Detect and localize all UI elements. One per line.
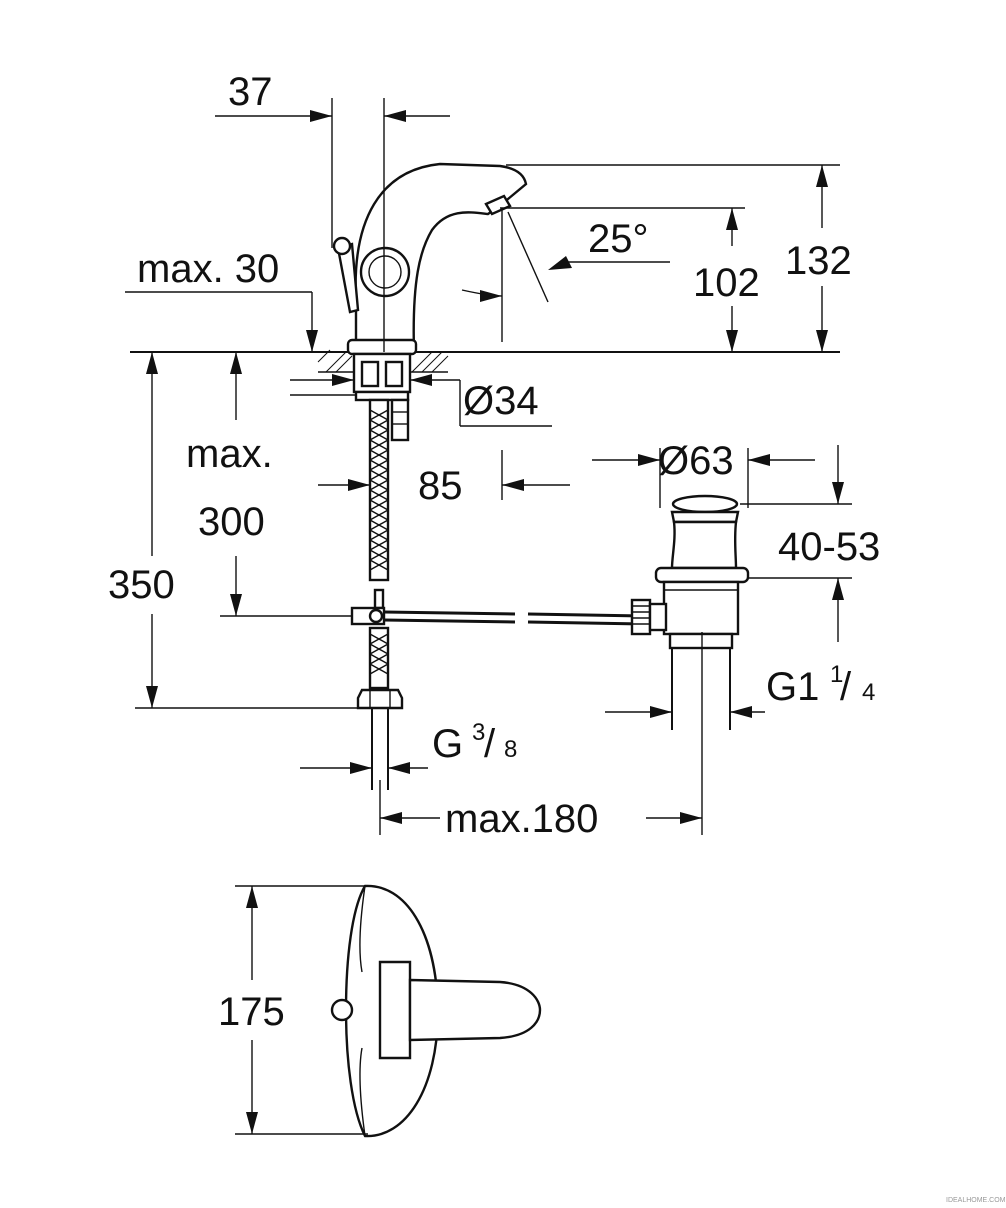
dim-350: 350 bbox=[108, 563, 175, 607]
dim-dia-34: Ø34 bbox=[463, 379, 539, 423]
dim-g-slash: / bbox=[484, 722, 496, 766]
dimension-labels: 37 max. 30 25° 102 132 Ø34 max. 85 300 3… bbox=[108, 70, 880, 1034]
popup-waste bbox=[630, 494, 750, 835]
dim-175: 175 bbox=[218, 990, 285, 1034]
dim-max-180: max.180 bbox=[445, 797, 598, 841]
dim-max-label: max. bbox=[186, 432, 273, 476]
dim-g1-numerator: 1 bbox=[830, 661, 843, 688]
dim-85: 85 bbox=[418, 464, 463, 508]
dim-dia-63: Ø63 bbox=[658, 439, 734, 483]
dim-102: 102 bbox=[693, 261, 760, 305]
dim-g1-main: G1 bbox=[766, 665, 819, 709]
dim-g1-slash: / bbox=[840, 665, 852, 709]
dim-g1-denominator: 4 bbox=[862, 679, 875, 706]
faucet-top-view bbox=[330, 884, 542, 1138]
dim-g-denominator: 8 bbox=[504, 736, 517, 763]
dim-g-main: G bbox=[432, 722, 463, 766]
dim-g-numerator: 3 bbox=[472, 719, 485, 746]
dim-300: 300 bbox=[198, 500, 265, 544]
faucet-side-view bbox=[130, 162, 840, 442]
dim-132: 132 bbox=[785, 239, 852, 283]
dim-angle-25: 25° bbox=[588, 217, 649, 261]
flex-hose bbox=[350, 398, 641, 790]
watermark: IDEALHOME.COM bbox=[946, 1197, 1006, 1204]
dim-40-53: 40-53 bbox=[778, 525, 880, 569]
dim-g-3-8: G 3 / 8 bbox=[432, 719, 517, 766]
dim-max-30: max. 30 bbox=[137, 247, 279, 291]
counter-hatch bbox=[317, 349, 449, 373]
dim-37: 37 bbox=[228, 70, 273, 114]
dim-g1-1-4: G1 1 / 4 bbox=[766, 661, 875, 709]
dimension-lines bbox=[125, 98, 852, 1135]
